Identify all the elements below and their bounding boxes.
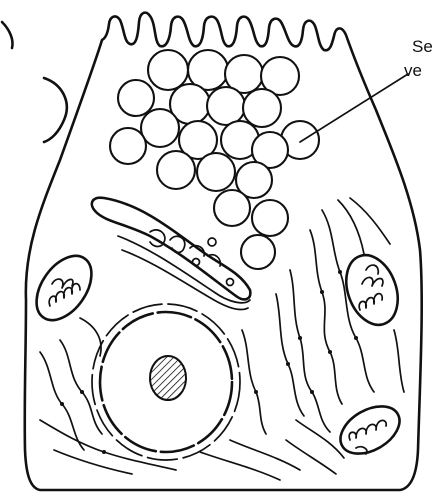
vesicle bbox=[243, 89, 281, 127]
mitochondrion-bottom-right bbox=[332, 397, 407, 464]
secretory-vesicles bbox=[110, 50, 319, 269]
neighbour-cell-edge bbox=[2, 22, 13, 48]
vesicle bbox=[207, 87, 245, 125]
secretory-vesicle-label-line2: ve bbox=[404, 61, 422, 80]
vesicle bbox=[157, 151, 195, 189]
secretory-vesicle-label-line1: Se bbox=[412, 37, 433, 56]
vesicle bbox=[214, 190, 250, 226]
vesicle bbox=[118, 80, 154, 116]
nucleus bbox=[92, 304, 240, 460]
vesicle bbox=[252, 200, 288, 236]
vesicle bbox=[141, 109, 179, 147]
vesicle bbox=[241, 235, 275, 269]
vesicle bbox=[148, 50, 188, 90]
nucleolus bbox=[150, 356, 186, 400]
vesicle bbox=[110, 128, 146, 164]
mitochondrion-left bbox=[25, 246, 102, 330]
vesicle bbox=[197, 153, 235, 191]
neighbour-cell-bulge bbox=[44, 78, 67, 142]
mitochondrion-right bbox=[337, 248, 407, 332]
label-leader-line bbox=[300, 74, 408, 142]
